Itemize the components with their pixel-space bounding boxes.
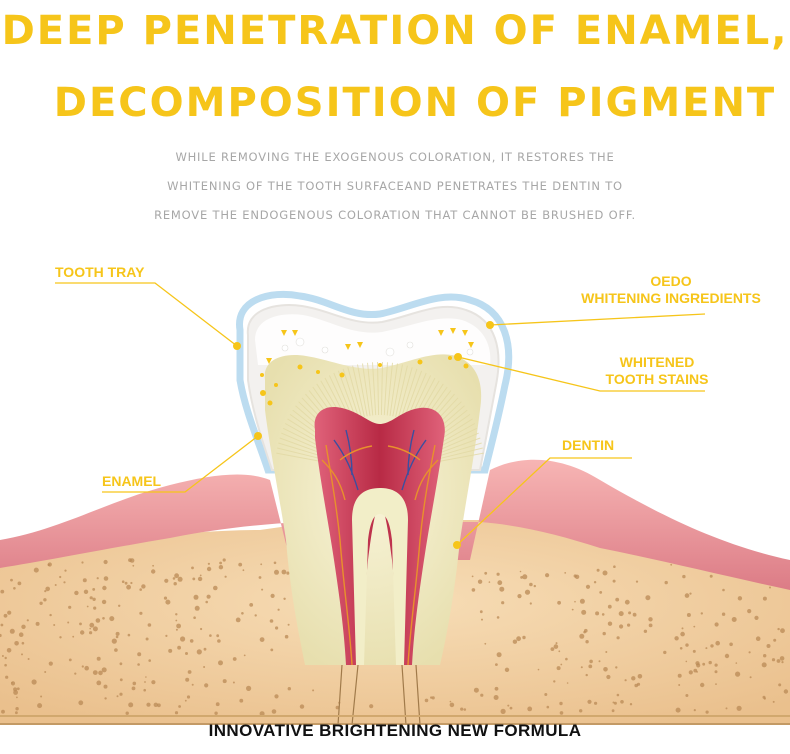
label-stains-line2: TOOTH STAINS (605, 371, 709, 387)
description-line-2: WHITENING OF THE TOOTH SURFACEAND PENETR… (167, 179, 623, 193)
callout-dots (233, 321, 494, 549)
label-oedo-line1: OEDO (650, 273, 692, 289)
label-dentin: DENTIN (562, 437, 615, 453)
label-stains-line1: WHITENED (619, 354, 695, 370)
enamel-white-top (255, 314, 491, 365)
whitening-particles (260, 356, 469, 406)
footer-tagline: INNOVATIVE BRIGHTENING NEW FORMULA (208, 721, 582, 740)
title-line-2: DECOMPOSITION OF PIGMENT (53, 80, 777, 126)
tooth-tray (236, 290, 513, 474)
label-tooth-tray: TOOTH TRAY (55, 264, 145, 280)
penetration-arrows (266, 328, 474, 364)
label-whitened-stains: WHITENED TOOTH STAINS (590, 354, 724, 388)
pulp-inner-dentin (352, 488, 408, 665)
callout-lines (55, 282, 706, 546)
label-enamel: ENAMEL (102, 473, 162, 489)
title-line-1: DEEP PENETRATION OF ENAMEL, (1, 8, 789, 54)
pulp (314, 406, 445, 665)
white-bubbles (281, 337, 474, 357)
nerves (321, 429, 439, 666)
bone-pores (0, 558, 790, 717)
label-oedo-line2: WHITENING INGREDIENTS (581, 290, 761, 306)
description-line-3: REMOVE THE ENDOGENOUS COLORATION THAT CA… (154, 208, 636, 222)
label-oedo-whitening: OEDO WHITENING INGREDIENTS (568, 273, 774, 307)
description-line-1: WHILE REMOVING THE EXOGENOUS COLORATION,… (175, 150, 615, 164)
